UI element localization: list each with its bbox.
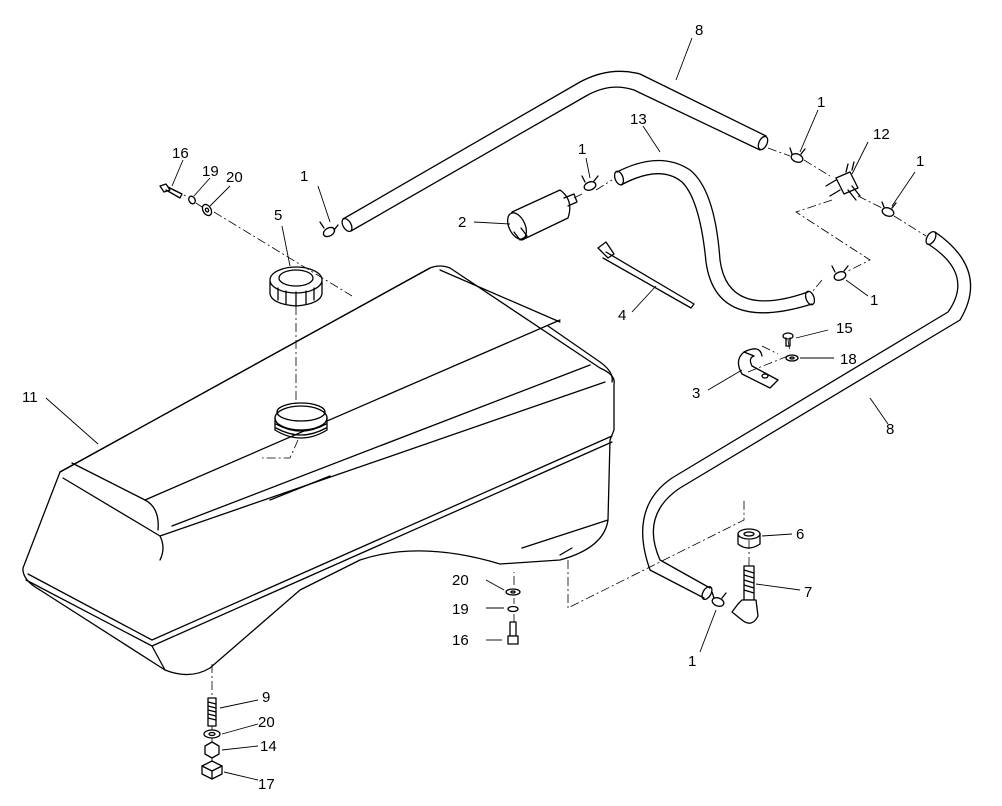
callout-15: 15: [836, 320, 853, 337]
hose-clamp-f: [711, 591, 727, 607]
callout-1-e: 1: [870, 292, 878, 309]
nut-14: [204, 741, 220, 759]
callout-16-upper: 16: [172, 145, 189, 162]
callout-19-upper: 19: [202, 163, 219, 180]
callout-19-center: 19: [452, 601, 469, 618]
callout-13: 13: [630, 111, 647, 128]
washer-19-upper: [188, 195, 196, 205]
callout-11: 11: [22, 389, 38, 406]
assembly-lines: [172, 147, 927, 762]
bolt-16-upper: [159, 183, 183, 199]
callout-1-b: 1: [578, 141, 586, 158]
callout-16-center: 16: [452, 632, 469, 649]
callout-18: 18: [840, 351, 857, 368]
callout-12: 12: [873, 126, 890, 143]
callout-20-lower: 20: [258, 714, 275, 731]
callout-20-upper: 20: [226, 169, 243, 186]
leader-lines: [45, 37, 916, 781]
callout-8-lower: 8: [886, 421, 894, 438]
filler-neck: [274, 402, 328, 439]
hose-clamp-e: [831, 265, 849, 281]
callout-6: 6: [796, 526, 804, 543]
screw-15: [782, 332, 794, 347]
hose-clamp-b: [581, 175, 599, 191]
callout-1-d: 1: [916, 153, 924, 170]
nut-17: [201, 760, 223, 780]
callout-4: 4: [618, 307, 626, 324]
hose-clamp-a: [319, 221, 339, 238]
washer-20-upper: [201, 203, 213, 217]
p-clamp: [737, 348, 779, 389]
callout-20-center: 20: [452, 572, 469, 589]
callout-labels: 8 1 16 19 20 1 13 1 12 1 5 2 4 1 15 18 3…: [22, 22, 924, 793]
callout-1-a: 1: [300, 168, 308, 185]
fuel-tank: [22, 265, 615, 676]
washer-19-center: [507, 605, 519, 613]
fitting-7: [731, 565, 759, 624]
fuel-filter: [506, 189, 578, 241]
callout-3: 3: [692, 385, 700, 402]
fuel-hose-upper: [341, 70, 769, 233]
washer-20-lower: [203, 729, 221, 739]
callout-5: 5: [274, 207, 282, 224]
callout-17: 17: [258, 776, 275, 793]
bolt-16-center: [507, 621, 519, 645]
tee-fitting: [825, 161, 861, 201]
washer-18: [785, 354, 799, 362]
cable-tie: [597, 241, 695, 309]
hose-clamp-d: [881, 201, 897, 217]
callout-1-c: 1: [817, 94, 825, 111]
fuel-hose-lower: [642, 230, 972, 601]
callout-1-f: 1: [688, 653, 696, 670]
callout-2: 2: [458, 214, 466, 231]
fuel-cap: [269, 266, 323, 307]
stud-9: [207, 697, 217, 727]
callout-14: 14: [260, 738, 277, 755]
washer-20-center: [505, 588, 521, 596]
hose-clamp-c: [789, 147, 806, 163]
callout-9: 9: [262, 689, 270, 706]
callout-7: 7: [804, 584, 812, 601]
fuel-hose-13: [613, 159, 816, 314]
callout-8-upper: 8: [695, 22, 703, 39]
